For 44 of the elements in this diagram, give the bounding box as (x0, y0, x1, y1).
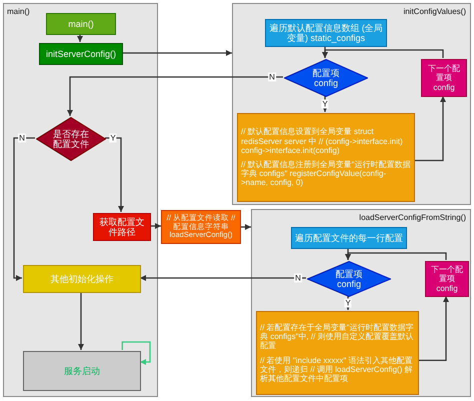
note-text: // 默认配置信息设置到全局变量 struct redisServer server 中 // (config->interface.init) config->interface.init(config) (241, 127, 404, 155)
process-box: 获取配置文件路径 (93, 213, 151, 241)
decision-diamond: 是否存在配置文件 (36, 117, 106, 161)
process-box: 遍历默认配置信息数组 (全局变量) static_configs (265, 19, 387, 47)
loop-arrow (122, 341, 151, 365)
edge-label: N (18, 134, 26, 142)
group-title: initConfigValues() (403, 7, 466, 16)
arrow (418, 296, 449, 362)
edge-label: Y (344, 298, 352, 308)
arrow (345, 252, 447, 260)
process-box: 下一个配置项 config (425, 261, 469, 297)
arrow (122, 50, 232, 56)
group-panel (232, 3, 471, 205)
decision-diamond: 配置项 config (307, 261, 391, 297)
code-note-box (256, 311, 419, 395)
arrow (78, 292, 84, 350)
arrow (140, 275, 306, 281)
process-box: 下一个配置项 config (421, 59, 467, 97)
arrow (13, 137, 35, 281)
edge-label: N (268, 72, 276, 82)
process-box: 其他初始化操作 (23, 265, 141, 293)
group-panel (3, 3, 158, 397)
group-title: loadServerConfigFromString() (359, 213, 466, 222)
edge-label: N (294, 274, 302, 282)
code-note-box (237, 113, 415, 202)
group-title: main() (7, 7, 30, 16)
note-text: // 默认配置信息注册到全局变量"运行时配置数据字典 configs" registerConfigValue(config->name, config, 0) (241, 160, 411, 188)
process-box: 遍历配置文件的每一行配置 (291, 227, 407, 249)
arrow (241, 224, 251, 230)
process-box: initServerConfig() (39, 43, 123, 65)
arrow (105, 137, 124, 212)
group-panel (251, 209, 471, 397)
note-text: // 若使用 "include xxxxx" 语法引入其他配置文件，则递归 // 调用 loadServerConfig() 解析其他配置文件中配置项 (260, 356, 414, 384)
note-text: // 若配置存在于全局变量"运行时配置数据字典 configs"中, // 则使用自定义配置覆盖默认配置 (260, 322, 415, 350)
arrow (322, 49, 444, 58)
arrow (414, 96, 446, 162)
decision-diamond: 配置项 config (284, 59, 368, 97)
arrow (77, 34, 83, 42)
edge-label: Y (109, 134, 117, 142)
edge-label: Y (321, 100, 329, 108)
process-box: 服务启动 (23, 351, 141, 391)
arrow (67, 76, 283, 116)
arrow (150, 223, 161, 229)
process-box: main() (46, 13, 116, 35)
